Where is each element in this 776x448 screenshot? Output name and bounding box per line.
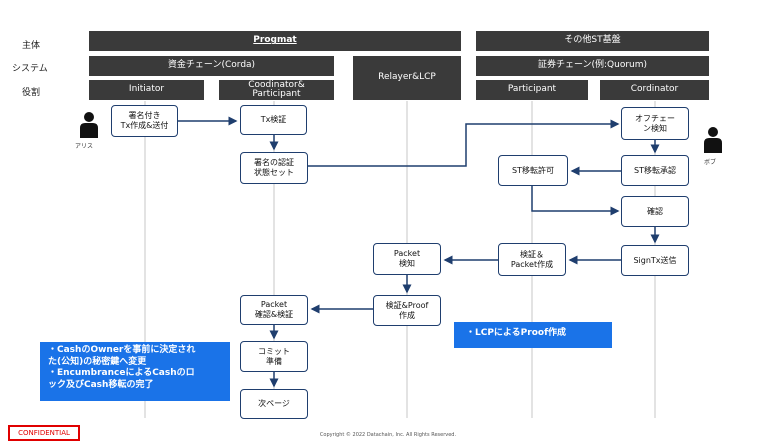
box-packet-detect: Packet 検知 [373, 243, 441, 275]
box-st-approve: ST移転承認 [621, 155, 689, 186]
box-tx-verify: Tx検証 [240, 105, 307, 135]
row-label-system: システム [12, 64, 48, 74]
note-cash-owner: ・CashのOwnerを事前に決定され た(公知)の秘密鍵へ変更 ・Encumb… [40, 342, 230, 401]
role-header-initiator: Initiator [89, 80, 204, 100]
box-st-permit: ST移転許可 [498, 155, 568, 186]
person-icon-alice [80, 112, 98, 138]
entity-header-other: その他ST基盤 [476, 31, 709, 51]
box-verify-proof: 検証&Proof 作成 [373, 295, 441, 326]
system-header-relayer: Relayer&LCP [353, 56, 461, 100]
actor-label-bob: ボブ [704, 159, 717, 166]
system-header-corda: 資金チェーン(Corda) [89, 56, 334, 76]
row-label-entity: 主体 [22, 41, 41, 51]
confidential-stamp: CONFIDENTIAL [8, 425, 80, 441]
person-icon-bob [704, 127, 722, 153]
copyright-text: Copyright © 2022 Datachain, Inc. All Rig… [319, 432, 457, 438]
row-label-role: 役割 [22, 88, 41, 98]
box-verify-packet: 検証＆ Packet作成 [498, 243, 566, 276]
note-lcp-proof: ・LCPによるProof作成 [454, 322, 612, 348]
system-header-quorum: 証券チェーン(例:Quorum) [476, 56, 709, 76]
role-header-coordinator: Cordinator [600, 80, 709, 100]
box-signature-verify: 署名の認証 状態セット [240, 152, 308, 184]
entity-header-progmat: Progmat [89, 31, 461, 51]
box-next-page: 次ページ [240, 389, 308, 419]
box-offchain-detect: オフチェー ン検知 [621, 107, 689, 140]
box-sign-send: 署名付き Tx作成&送付 [111, 105, 178, 137]
role-header-coordinator-participant: Coodinator& Participant [219, 80, 334, 100]
box-commit-prep: コミット 準備 [240, 341, 308, 372]
box-packet-confirm: Packet 確認&検証 [240, 295, 308, 325]
role-header-participant: Participant [476, 80, 588, 100]
actor-label-alice: アリス [75, 143, 94, 150]
box-sign-tx-send: SignTx送信 [621, 245, 689, 276]
box-confirm: 確認 [621, 196, 689, 227]
flow-arrows [178, 116, 660, 388]
